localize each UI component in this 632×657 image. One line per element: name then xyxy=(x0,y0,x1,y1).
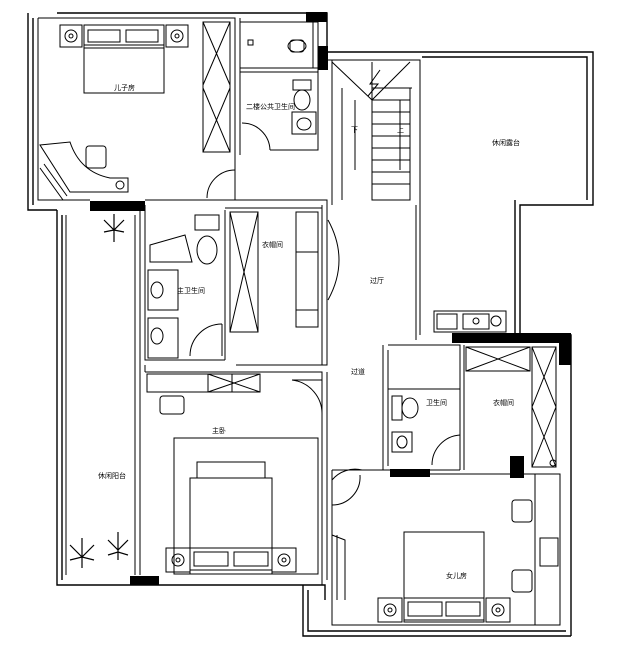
bath2-fixtures xyxy=(391,395,461,466)
master-bedroom-label: 主卧 xyxy=(212,427,226,435)
master-bath-fixtures xyxy=(147,214,223,359)
leisure-balcony-label: 休闲阳台 xyxy=(98,472,126,480)
balcony-plants xyxy=(69,214,129,568)
master-suite-walls xyxy=(139,199,328,575)
balcony-walls xyxy=(65,215,136,575)
cloakroom-2-label: 衣帽间 xyxy=(493,399,514,407)
stair-up-label: 上 xyxy=(397,126,404,134)
public-bath-fixtures xyxy=(241,39,317,151)
exterior-walls xyxy=(27,12,594,637)
son-room-nightstands xyxy=(59,24,189,48)
daughter-room-label: 女儿房 xyxy=(446,572,467,580)
master-bath-label: 主卫生间 xyxy=(177,287,205,295)
son-room-bed xyxy=(83,24,165,94)
son-room-desk xyxy=(39,141,129,201)
cloakroom-2-fixtures xyxy=(465,346,557,468)
bath2-walls xyxy=(382,344,465,471)
leisure-terrace-label: 休闲露台 xyxy=(492,139,520,147)
solid-columns xyxy=(90,12,571,585)
stair-down-label: 下 xyxy=(351,126,358,134)
public-bath-walls xyxy=(240,21,319,151)
master-bedroom-door xyxy=(291,379,323,416)
terrace-sink xyxy=(433,310,507,333)
son-room-wardrobe xyxy=(202,21,231,153)
hall-label: 过厅 xyxy=(370,277,384,285)
son-room-door xyxy=(206,169,236,199)
terrace-walls xyxy=(415,205,421,340)
master-bedroom-furniture xyxy=(146,373,319,575)
daughter-room-walls xyxy=(331,469,561,626)
son-room-label: 儿子房 xyxy=(114,84,135,92)
cloakroom-1-label: 衣帽间 xyxy=(262,241,283,249)
cloakroom-1-fixtures xyxy=(229,211,340,333)
bath-2-label: 卫生间 xyxy=(426,399,447,407)
staircase xyxy=(327,59,421,205)
daughter-room-furniture xyxy=(331,474,559,623)
corridor-label: 过道 xyxy=(351,368,365,376)
public-bath-2f-label: 二楼公共卫生间 xyxy=(246,103,295,111)
master-bedroom-walls xyxy=(144,365,328,585)
corridor-door xyxy=(331,468,363,481)
